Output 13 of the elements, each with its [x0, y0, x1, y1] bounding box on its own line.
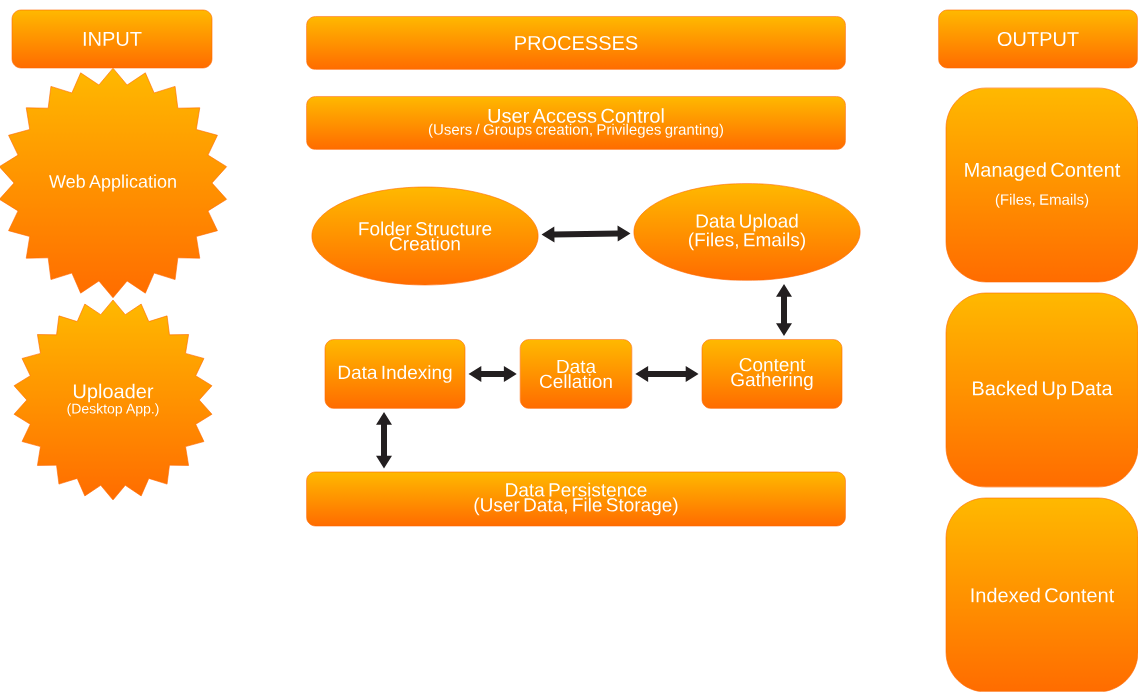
- header-box: INPUT: [11, 9, 213, 69]
- starburst: Web Application: [0, 67, 227, 299]
- process-box: Content Gathering: [701, 339, 843, 409]
- process-box: Data Indexing: [324, 339, 466, 409]
- output-box: Backed Up Data: [945, 292, 1138, 488]
- header-box: PROCESSES: [306, 16, 846, 70]
- output-box: Managed Content (Files, Emails): [945, 87, 1138, 283]
- starburst: Uploader (Desktop App.): [13, 299, 213, 501]
- process-box: User Access Control (Users / Groups creation, Privileges granting): [306, 96, 846, 150]
- process-box: Data Persistence (User Data, File Storage): [306, 471, 846, 527]
- process-box: Data Cellation: [519, 339, 633, 409]
- output-box: Indexed Content: [945, 497, 1138, 692]
- header-box: OUTPUT: [938, 9, 1138, 69]
